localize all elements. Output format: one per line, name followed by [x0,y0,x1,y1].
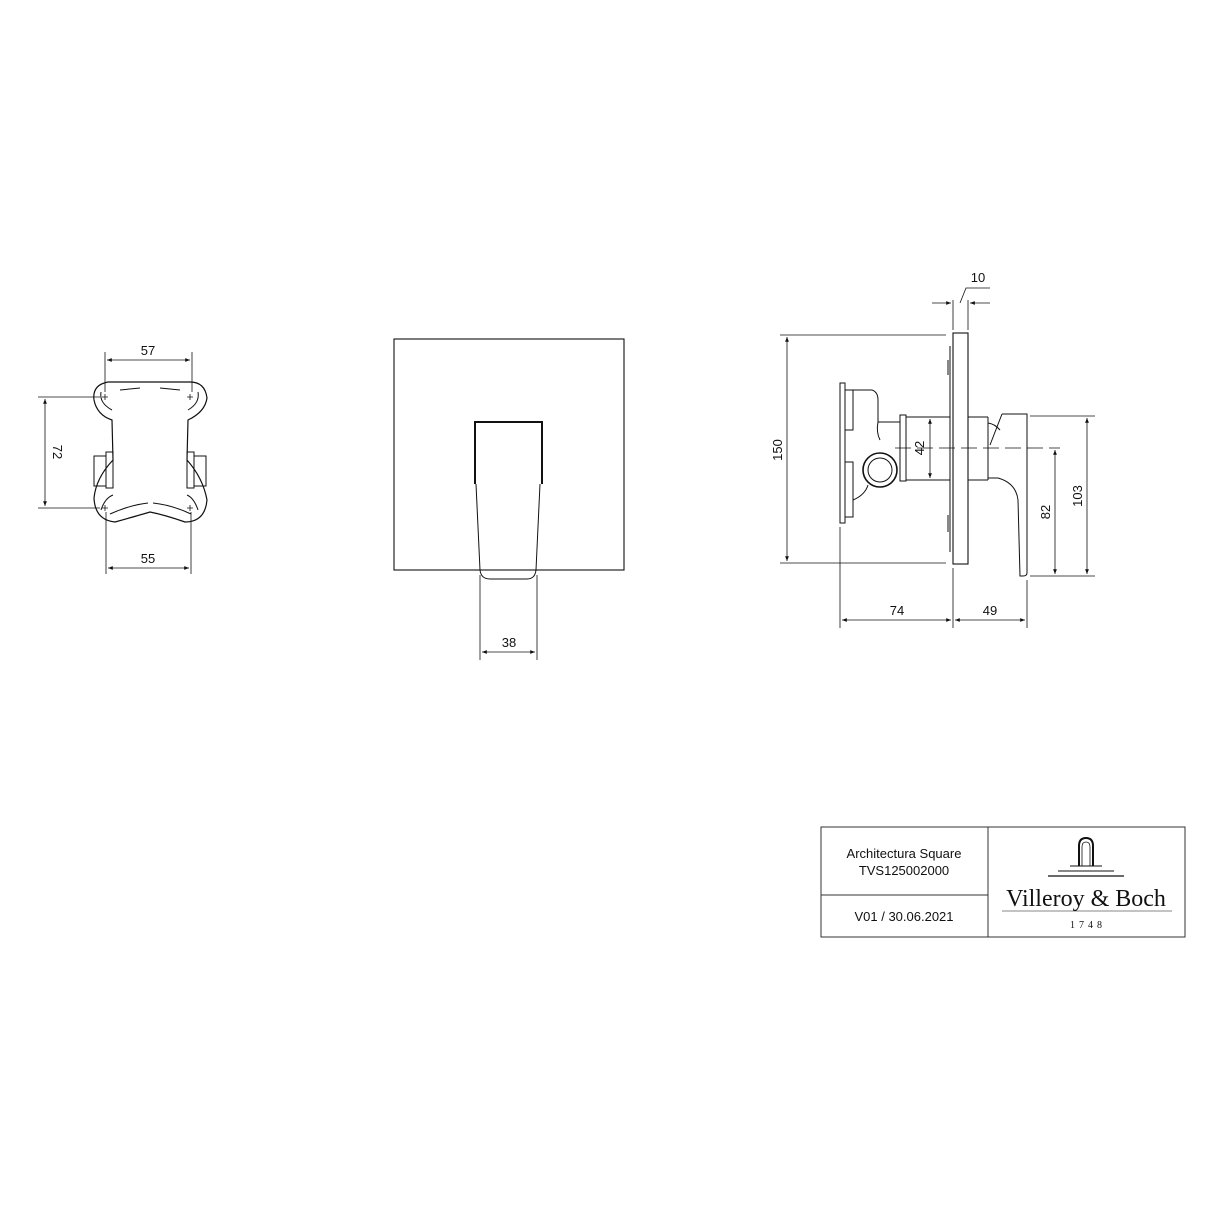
dim-label-49: 49 [983,603,997,618]
dimension-55 [105,512,192,574]
dim-label-42: 42 [912,441,927,455]
version-date: V01 / 30.06.2021 [854,909,953,924]
dimension-74-49 [839,527,1028,628]
mounting-plate-outline [93,381,208,523]
dim-label-103: 103 [1070,485,1085,507]
cover-plate [393,338,625,571]
dim-label-57: 57 [141,343,155,358]
mounting-plate-view [38,352,208,574]
dim-label-10: 10 [971,270,985,285]
dimension-103 [1030,415,1095,574]
dim-label-82: 82 [1038,505,1053,519]
side-view [780,287,1095,628]
front-view [393,338,625,660]
product-name: Architectura Square [847,846,962,861]
title-block [820,826,1186,938]
dim-label-72: 72 [50,445,65,459]
lever-handle [474,421,543,580]
dimension-38 [479,575,538,660]
cover-plate-profile [947,332,969,565]
valve-body [839,382,950,524]
lever-profile [968,413,1028,577]
dimension-10 [932,287,990,330]
dimension-150 [780,334,946,564]
dimension-57 [104,352,193,392]
dimension-82 [1030,450,1095,577]
article-number: TVS125002000 [859,863,949,878]
dim-label-55: 55 [141,551,155,566]
dimension-72 [38,396,100,509]
brand-logo-icon [1002,836,1172,912]
dim-label-38: 38 [502,635,516,650]
brand-name: Villeroy & Boch [1006,886,1166,912]
dim-label-150: 150 [770,439,785,461]
inlet-connection [862,452,898,488]
brand-year: 1748 [1070,920,1106,931]
mounting-hole-markers [102,394,193,511]
dim-label-74: 74 [890,603,904,618]
